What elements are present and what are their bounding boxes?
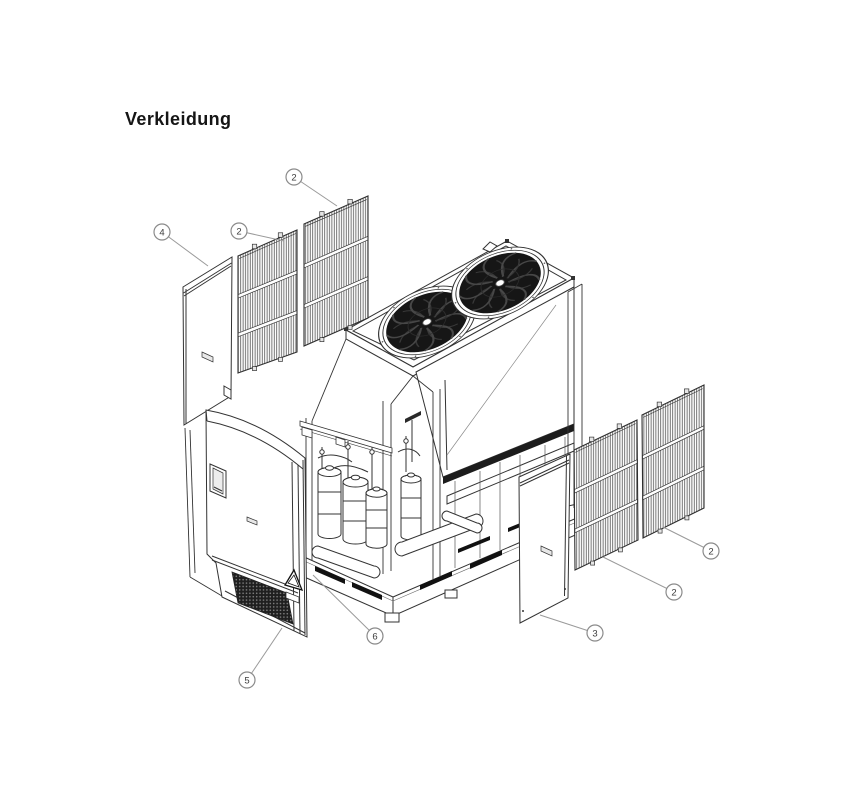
door-handle <box>209 463 227 499</box>
callout-circle <box>665 583 683 601</box>
callout-2-grille-panel-lower-left: 2 <box>230 222 285 242</box>
callout-circle <box>702 542 720 560</box>
compressor <box>365 486 388 549</box>
callout-3-right-door-panel: 3 <box>539 614 604 642</box>
mounting-foot <box>657 528 663 534</box>
mounting-tab <box>251 243 258 250</box>
mounting-tab <box>656 401 662 407</box>
front-corner-trim <box>184 427 223 597</box>
brand-logo <box>405 411 421 423</box>
compressors <box>317 465 422 549</box>
callout-4-left-door-panel: 4 <box>153 223 209 267</box>
callout-circle <box>366 627 384 645</box>
page-title: Verkleidung <box>125 109 232 129</box>
base-piping-vessels <box>311 510 484 579</box>
condenser-section <box>405 283 583 568</box>
callout-leader-line <box>161 231 209 267</box>
left-door-panel <box>182 256 233 426</box>
callout-leader-line <box>293 176 338 207</box>
mounting-tab <box>277 232 284 238</box>
vent-grille-perforation <box>231 571 294 625</box>
callout-circle <box>230 222 248 240</box>
mounting-foot <box>278 357 283 362</box>
mounting-foot <box>319 337 325 343</box>
callout-circle <box>586 624 604 642</box>
mounting-tab <box>589 436 595 442</box>
mounting-foot <box>252 366 257 371</box>
fan-hub <box>422 318 432 326</box>
callout-leader-line <box>312 574 376 637</box>
callouts: 2 2 4 2 2 3 6 5 <box>153 168 720 689</box>
mounting-tab <box>319 211 325 217</box>
mounting-tab <box>684 388 690 394</box>
mounting-foot <box>618 547 623 553</box>
compressor <box>342 474 369 545</box>
front-door-panel <box>205 409 308 638</box>
callout-number: 2 <box>708 546 713 557</box>
callout-number: 6 <box>372 631 377 642</box>
callout-6-front-corner-trim: 6 <box>312 574 384 645</box>
compressor <box>317 465 342 539</box>
grille-panel-lower-left <box>237 229 298 374</box>
callout-number: 2 <box>291 172 296 183</box>
callout-leader-line <box>539 614 596 634</box>
coil-bottom-band <box>443 424 574 484</box>
door-handle-slot <box>201 351 214 363</box>
callout-leader-line <box>662 526 712 552</box>
fan-hub <box>495 279 505 287</box>
callout-number: 2 <box>671 587 676 598</box>
callout-number: 2 <box>236 226 241 237</box>
grille-panel-upper-left <box>303 195 369 347</box>
callout-2-grille-panel-right-front: 2 <box>602 556 683 601</box>
mounting-foot <box>590 560 595 566</box>
grille-panel-right-front <box>573 419 639 571</box>
compressor-bay-frame <box>299 338 441 580</box>
callout-number: 3 <box>592 628 597 639</box>
callout-number: 4 <box>159 227 164 238</box>
mounting-tab <box>616 423 622 429</box>
rating-label <box>285 591 300 604</box>
callout-5-front-door-panel: 5 <box>238 627 283 689</box>
fan-right <box>451 246 549 320</box>
callout-leader-line <box>246 627 283 681</box>
callout-circle <box>285 168 303 186</box>
door-label <box>246 516 258 526</box>
right-door-panel <box>518 453 571 624</box>
callout-leader-line <box>602 556 675 593</box>
warning-triangle-icon <box>284 568 304 592</box>
mounting-tab <box>347 198 353 205</box>
grille-panel-right-rear <box>641 384 705 539</box>
door-handle-slot <box>540 545 553 557</box>
fan-left <box>378 285 476 359</box>
callout-circle <box>238 671 256 689</box>
mounting-foot <box>347 324 353 330</box>
compressor <box>400 472 422 541</box>
mounting-foot <box>684 515 690 521</box>
callout-circle <box>153 223 171 241</box>
callout-2-grille-panel-upper-left: 2 <box>285 168 338 207</box>
callout-number: 5 <box>244 675 249 686</box>
callout-2-grille-panel-right-rear: 2 <box>662 526 720 560</box>
